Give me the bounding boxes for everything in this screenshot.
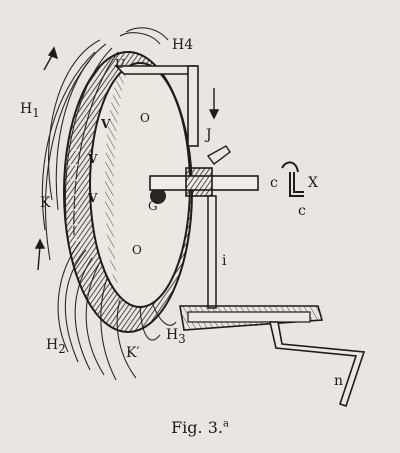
crank-handle [268,321,366,408]
label-k: K [40,195,51,211]
label-x: X [308,175,318,191]
caption-superscript: a [222,418,229,430]
label-g: G [148,199,158,213]
label-c-bottom: c [298,203,306,219]
label-h2: H2 [46,337,66,356]
label-h3: H3 [166,327,186,346]
label-v-bottom: V [88,191,98,205]
label-i: i [222,253,227,269]
label-h2-sub: 2 [58,341,66,356]
rotation-arrows [34,46,220,271]
label-v-top: V [101,117,111,131]
label-h4: H4 [172,37,194,53]
label-c-left: c [270,175,278,191]
clamp [206,145,231,165]
treadle-slot [187,311,311,323]
label-h1: H1 [20,101,40,120]
label-k-prime: K′ [126,345,140,361]
inner-shading [105,68,128,300]
label-h1-sub: 1 [32,105,40,120]
label-o-top: O [140,111,150,125]
figure-caption: Fig. 3.a [0,418,400,437]
label-v-middle: V [88,152,98,166]
hub [150,188,166,204]
vertical-arm [187,65,199,147]
label-o-bottom: O [132,243,142,257]
detail-angle-piece [281,161,304,197]
top-arm [114,65,197,75]
label-j: J [206,127,212,143]
label-u: U [115,57,126,71]
label-h3-sub: 3 [178,331,186,346]
collar [185,167,213,197]
rod-i [207,195,217,309]
label-n: n [334,373,344,389]
rim-graduations [70,149,81,241]
caption-text: Fig. 3. [171,418,223,437]
